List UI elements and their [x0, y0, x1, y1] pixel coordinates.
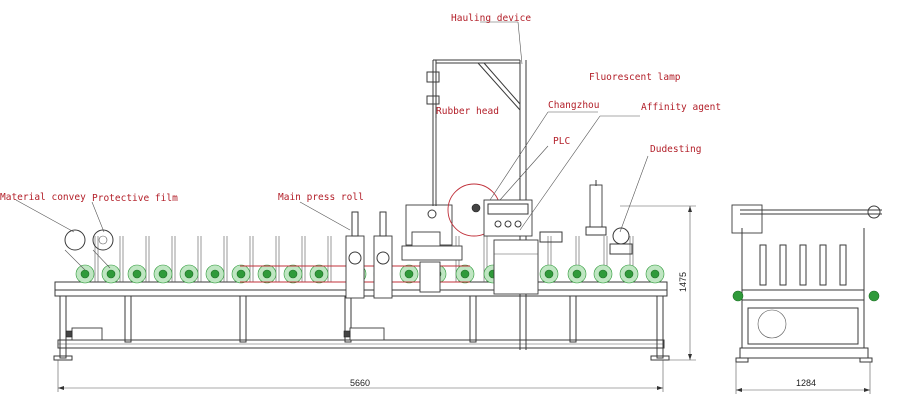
dimension-overall-height: 1475 [678, 272, 688, 292]
label-material-convey: Material convey [0, 192, 86, 203]
dimension-side-width: 1284 [796, 378, 816, 388]
leader-lines [15, 21, 649, 233]
label-dudesting: Dudesting [650, 144, 701, 155]
label-affinity-agent: Affinity agent [641, 102, 721, 113]
label-hauling-device: Hauling device [451, 13, 531, 24]
label-changzhou: Changzhou [548, 100, 599, 111]
machine-side-view [731, 204, 882, 394]
green-rollers [75, 264, 665, 284]
label-protective-film: Protective film [92, 193, 178, 204]
label-fluorescent-lamp: Fluorescent lamp [589, 72, 681, 83]
label-rubber-head: Rubber head [436, 106, 499, 117]
dimension-overall-length: 5660 [350, 378, 370, 388]
main-machine-front-view [53, 59, 696, 392]
label-plc: PLC [553, 136, 570, 147]
label-main-press-roll: Main press roll [278, 192, 364, 203]
